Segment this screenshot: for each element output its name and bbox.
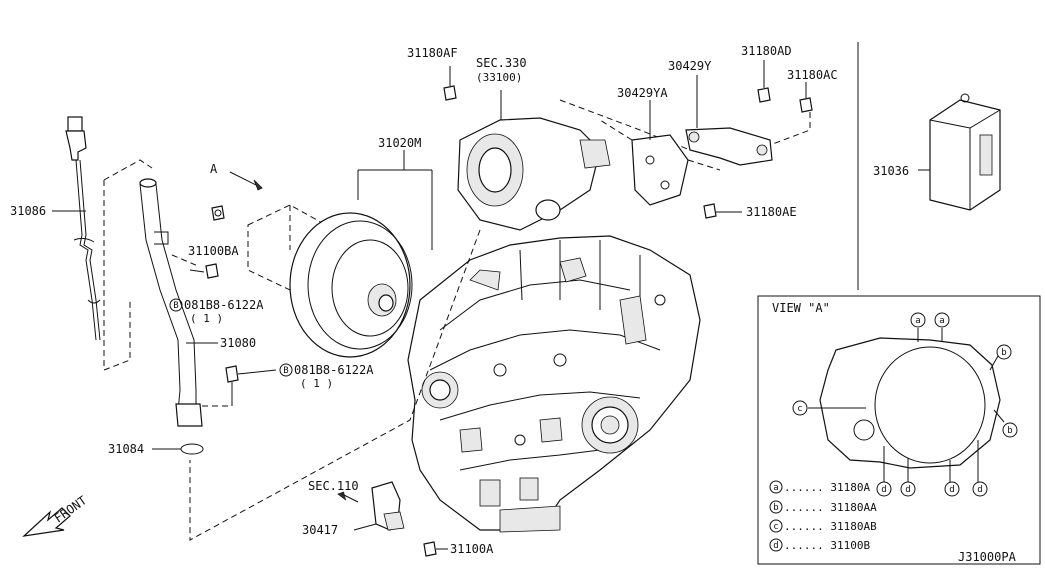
bolt-marker-2 — [279, 363, 293, 377]
label-bolt-081B8-upper-qty: ( 1 ) — [190, 312, 223, 325]
marker-label-d4: d — [977, 485, 982, 495]
legend-key-d: d — [773, 541, 778, 551]
view-a-panel — [757, 295, 1041, 565]
label-31100BA: 31100BA — [188, 244, 239, 258]
bracket-30429YA — [631, 134, 689, 206]
label-31080: 31080 — [220, 336, 256, 350]
label-view-arrow-a: A — [210, 162, 218, 176]
filler-tube — [139, 178, 203, 427]
label-sec330-sub: (33100) — [476, 71, 522, 84]
torque-converter — [289, 212, 413, 358]
bracket-30429Y — [685, 127, 773, 166]
marker-label-d2: d — [905, 485, 910, 495]
front-arrow — [22, 507, 71, 537]
label-30417: 30417 — [302, 523, 338, 537]
marker-label-a2: a — [939, 316, 944, 326]
label-30429Y: 30429Y — [668, 59, 712, 73]
transmission-housing — [407, 235, 701, 533]
view-a-gasket — [819, 337, 1001, 469]
view-a-title: VIEW "A" — [772, 301, 830, 315]
marker-label-c: c — [797, 404, 802, 414]
legend-key-c: c — [773, 522, 778, 532]
o-ring — [180, 443, 204, 455]
legend-key-a: a — [773, 483, 778, 493]
bolt-081B8-upper — [189, 263, 219, 279]
marker-label-b1: b — [1001, 348, 1006, 358]
bolt-marker-1 — [169, 298, 183, 312]
legend-label-d: ...... 31100B — [784, 539, 870, 552]
label-bolt-081B8-lower: 081B8-6122A — [294, 363, 374, 377]
marker-label-b2: b — [1007, 426, 1012, 436]
view-a-marker-a2 — [934, 312, 950, 328]
label-31100A: 31100A — [450, 542, 494, 556]
label-31180AD: 31180AD — [741, 44, 792, 58]
view-a-marker-b1 — [996, 344, 1012, 360]
bolt-31180AC — [799, 82, 813, 113]
view-a-marker-c — [792, 400, 808, 416]
label-31180AE: 31180AE — [746, 205, 797, 219]
legend-marker-d — [769, 538, 783, 552]
view-a-marker-d3 — [944, 481, 960, 497]
legend-label-a: ...... 31180A — [784, 481, 870, 494]
legend-marker-b — [769, 500, 783, 514]
dipstick — [65, 116, 101, 341]
view-a-marker-d4 — [972, 481, 988, 497]
bolt-081B8-lower — [225, 365, 239, 400]
view-a-marker-a1 — [910, 312, 926, 328]
label-front: FRONT — [52, 493, 90, 525]
view-a-marker-d1 — [876, 481, 892, 497]
bolt-31180AD — [757, 60, 771, 103]
label-bolt-081B8-upper: 081B8-6122A — [184, 298, 264, 312]
bracket-30417 — [371, 481, 405, 531]
label-31036: 31036 — [873, 164, 909, 178]
marker-label-d1: d — [881, 485, 886, 495]
bolt-31180AE — [703, 203, 717, 219]
marker-label-a1: a — [915, 316, 920, 326]
label-31020M: 31020M — [378, 136, 421, 150]
marker-label-d3: d — [949, 485, 954, 495]
bolt-prefix-1: B — [173, 301, 178, 311]
legend-key-b: b — [773, 503, 778, 513]
label-sec330: SEC.330 — [476, 56, 527, 70]
legend-label-c: ...... 31180AB — [784, 520, 877, 533]
label-bolt-081B8-lower-qty: ( 1 ) — [300, 377, 333, 390]
bolt-31100A — [423, 541, 437, 557]
view-a-marker-d2 — [900, 481, 916, 497]
label-31180AF: 31180AF — [407, 46, 458, 60]
transfer-unit — [457, 117, 611, 231]
bolt-31180AF — [443, 66, 457, 101]
label-31084: 31084 — [108, 442, 144, 456]
label-30429YA: 30429YA — [617, 86, 668, 100]
label-31180AC: 31180AC — [787, 68, 838, 82]
label-sec110: SEC.110 — [308, 479, 359, 493]
diagram-id: J31000PA — [958, 550, 1017, 564]
control-module — [929, 93, 1001, 211]
label-31086: 31086 — [10, 204, 46, 218]
legend-marker-c — [769, 519, 783, 533]
legend-marker-a — [769, 480, 783, 494]
bolt-prefix-2: B — [283, 366, 288, 376]
view-a-marker-b2 — [1002, 422, 1018, 438]
legend-label-b: ...... 31180AA — [784, 501, 877, 514]
bolt-31100BA — [211, 205, 225, 221]
